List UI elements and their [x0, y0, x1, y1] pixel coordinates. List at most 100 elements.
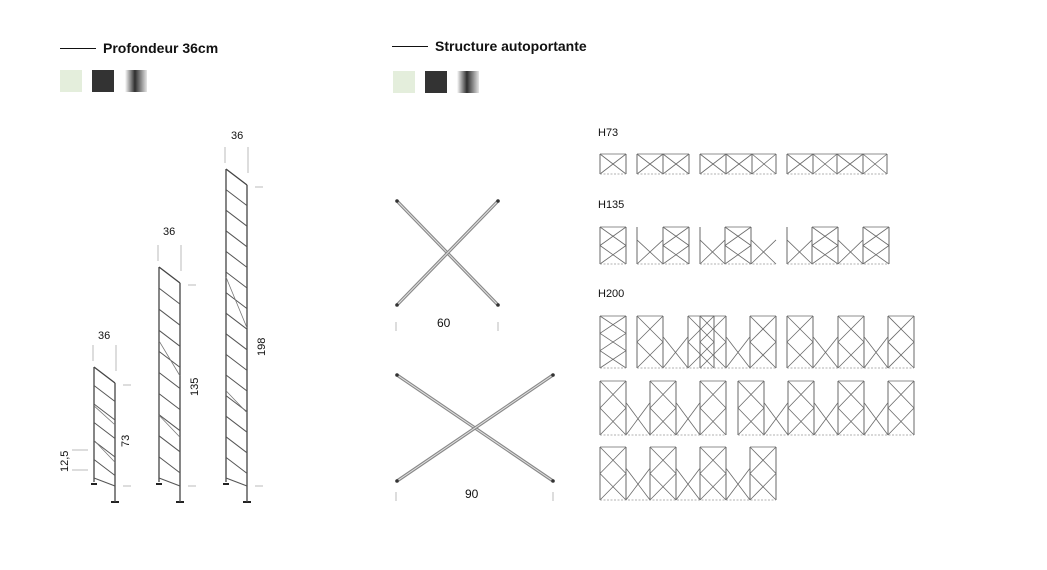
frame-brace — [158, 414, 181, 438]
frame-rung — [158, 351, 181, 368]
frame-rung — [225, 415, 248, 433]
config-cross — [599, 245, 627, 265]
config-cross — [887, 380, 915, 409]
config-cross — [599, 380, 627, 409]
config-cross — [699, 153, 727, 175]
config-cross — [636, 153, 664, 175]
config-cross — [699, 407, 727, 436]
config-cross — [699, 315, 727, 343]
side-frame — [156, 245, 196, 503]
frame-rung — [225, 457, 248, 474]
frame-brace — [93, 405, 116, 426]
swatch-dark-grey[interactable] — [425, 71, 447, 93]
config-cross — [887, 315, 915, 343]
config-cross — [599, 153, 627, 175]
side-frame — [91, 345, 131, 503]
config-cross — [687, 341, 715, 369]
configuration-h73 — [699, 153, 777, 175]
frame-rung — [93, 422, 116, 439]
frame-rung — [158, 287, 181, 305]
config-cross — [662, 153, 690, 175]
brace-end — [395, 303, 399, 307]
config-cross — [649, 446, 677, 474]
config-cross — [599, 473, 627, 501]
brace-end — [395, 479, 399, 483]
frame-brace — [93, 439, 116, 463]
swatch-chrome[interactable] — [457, 71, 479, 93]
frame-rung — [158, 456, 181, 474]
config-cross — [812, 153, 838, 175]
config-cross — [699, 380, 727, 409]
configuration-h200 — [599, 380, 727, 436]
config-cross — [699, 473, 727, 501]
configuration-h135 — [636, 226, 690, 265]
config-cross — [862, 245, 890, 265]
swatch-light-green[interactable] — [60, 70, 82, 92]
config-cross — [599, 407, 627, 436]
config-cross — [699, 446, 727, 474]
config-cross — [837, 380, 865, 409]
config-cross — [662, 245, 690, 265]
config-cross — [837, 341, 865, 369]
configuration-h73 — [599, 153, 627, 175]
config-cross — [786, 315, 814, 343]
swatch-dark-grey[interactable] — [92, 70, 114, 92]
frame-rung — [225, 477, 248, 487]
frame-rung — [225, 312, 248, 330]
configuration-h73 — [636, 153, 690, 175]
frame-rung — [158, 414, 181, 432]
config-span-cross — [725, 336, 751, 369]
config-span-cross — [763, 402, 789, 436]
frame-rung — [158, 477, 181, 487]
brace-bar-highlight — [396, 200, 499, 306]
frame-rung — [225, 189, 248, 206]
config-cross — [786, 341, 814, 369]
frame-rung — [158, 308, 181, 326]
config-cross — [687, 315, 715, 343]
group-h135-label: H135 — [598, 199, 625, 211]
swatch-light-green[interactable] — [393, 71, 415, 93]
configuration-h135 — [786, 226, 890, 265]
frame-rung — [225, 251, 248, 268]
frame-brace — [225, 390, 248, 414]
left-title-text: Profondeur 36cm — [103, 40, 219, 56]
brace-end — [395, 199, 399, 203]
frame-rung — [158, 435, 181, 453]
config-cross — [837, 407, 865, 436]
configuration-h135 — [599, 226, 627, 265]
title-rule — [392, 45, 428, 47]
config-cross — [599, 226, 627, 246]
left-section-title: Profondeur 36cm — [60, 40, 218, 56]
config-cross — [649, 407, 677, 436]
config-cross — [724, 226, 752, 246]
config-cross — [737, 380, 765, 409]
config-cross — [786, 153, 814, 175]
config-cross — [887, 407, 915, 436]
config-cross — [862, 153, 888, 175]
frame-rung — [158, 266, 181, 284]
configuration-h200 — [786, 315, 915, 369]
right-section-title: Structure autoportante — [392, 38, 587, 54]
config-span-cross — [812, 336, 839, 369]
brace-90-width-label: 90 — [465, 487, 479, 501]
config-span-cross — [725, 467, 751, 501]
frame-rung — [225, 374, 248, 392]
frame-rung — [93, 385, 116, 402]
config-span-cross — [863, 402, 889, 436]
config-cross — [887, 341, 915, 369]
frame-135-depth-label: 36 — [163, 226, 176, 238]
config-cross — [636, 315, 664, 343]
frame-rung — [225, 271, 248, 289]
config-cross — [699, 341, 727, 369]
brace-bar-highlight — [396, 374, 554, 482]
title-rule — [60, 47, 96, 49]
config-span-cross — [813, 402, 839, 436]
config-span-cross — [675, 402, 701, 436]
frame-rung — [225, 168, 248, 186]
config-span-cross — [636, 239, 664, 265]
config-cross — [837, 315, 865, 343]
swatch-chrome[interactable] — [125, 70, 147, 92]
frame-rung — [225, 333, 248, 351]
